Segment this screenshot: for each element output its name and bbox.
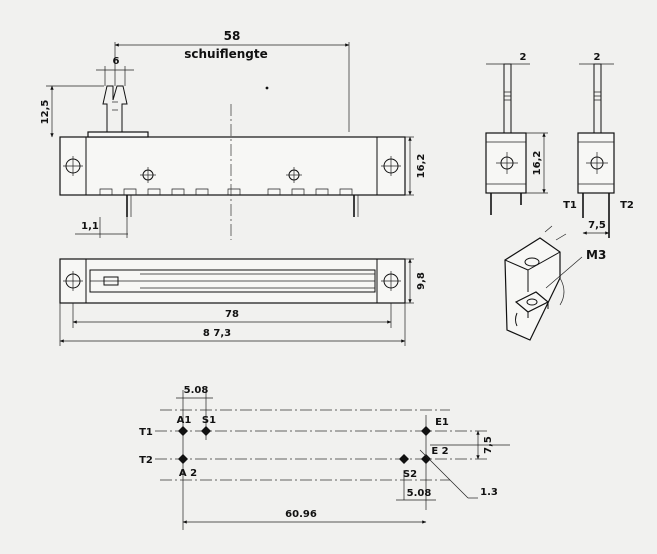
- pin-a1-label: A1: [177, 415, 192, 426]
- dim-pin-offset: 1,1: [81, 221, 99, 232]
- pin-a2-label: A 2: [179, 468, 197, 479]
- dim-travel: 58: [224, 29, 241, 43]
- slider-knob: [102, 85, 128, 132]
- pin-e2-marker: [421, 454, 431, 464]
- front-view: 58 schuiflengte 6 12,5 16,2 1,1: [40, 29, 427, 240]
- pin-e1-marker: [421, 426, 431, 436]
- dim-row-spacing: 7,5: [483, 436, 494, 454]
- dim-total-span: 60.96: [285, 509, 317, 520]
- shaft-left: [503, 63, 512, 134]
- pin-layout: A1 S1 E1 E 2 A 2 S2 T1 T2 5.08 7,5 5.08 …: [139, 385, 510, 530]
- shaft-right: [593, 63, 602, 134]
- terminal-t1: T1: [563, 200, 577, 211]
- dim-shaft-right: 2: [594, 52, 601, 63]
- dim-shaft-left: 2: [520, 52, 527, 63]
- dim-length-inner: 78: [225, 309, 239, 320]
- pin-e2-label: E 2: [431, 446, 448, 457]
- top-view: 9,8 78 8 7,3: [59, 258, 427, 346]
- dim-pin-spacing: 7,5: [588, 220, 606, 231]
- pin-s2-label: S2: [403, 469, 417, 480]
- dim-top-width: 9,8: [416, 272, 427, 290]
- detail-hole: [524, 257, 540, 267]
- screw-label: M3: [586, 248, 606, 262]
- detail-body: [504, 237, 561, 341]
- right-mounting-tab: [376, 136, 406, 196]
- row-t1-label: T1: [139, 427, 153, 438]
- slider-body-front: [59, 136, 406, 196]
- side-view-right: 2 T1 T2 7,5: [563, 52, 634, 238]
- row-t2-label: T2: [139, 455, 153, 466]
- travel-label: schuiflengte: [184, 47, 268, 61]
- dim-knob-height: 12,5: [40, 100, 51, 125]
- dim-knob-width: 6: [113, 56, 120, 67]
- dim-top-pitch: 5.08: [184, 385, 209, 396]
- pin-a2-marker: [178, 454, 188, 464]
- pin-s1-label: S1: [202, 415, 216, 426]
- side-view-left: 2 16,2: [485, 52, 548, 215]
- pin-s1-marker: [201, 426, 211, 436]
- terminal-t2: T2: [620, 200, 634, 211]
- slider-carriage: [87, 131, 149, 138]
- dim-side-height: 16,2: [532, 151, 543, 176]
- dim-hole: 1.3: [480, 487, 498, 498]
- dim-bottom-pitch: 5.08: [407, 488, 432, 499]
- pin-a1-marker: [178, 426, 188, 436]
- left-mounting-tab: [59, 136, 87, 196]
- dim-length-total: 8 7,3: [203, 328, 231, 339]
- pin-e1-label: E1: [435, 417, 449, 428]
- dim-body-height: 16,2: [416, 154, 427, 179]
- pin-s2-marker: [399, 454, 409, 464]
- slider-knob-top: [103, 276, 119, 286]
- isometric-detail: M3: [504, 225, 606, 341]
